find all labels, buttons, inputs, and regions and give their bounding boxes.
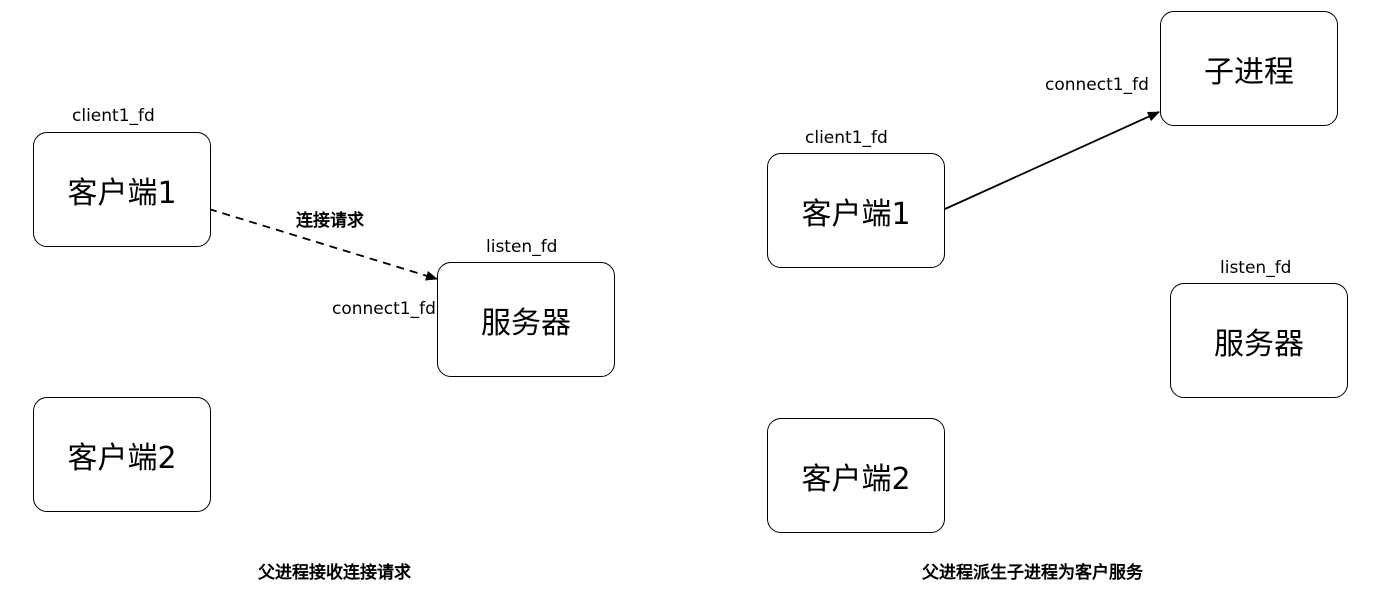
client-to-child-arrow — [944, 111, 1160, 210]
right-client1-fd-label: client1_fd — [805, 128, 888, 148]
left-client1-box: 客户端1 — [33, 132, 211, 247]
right-child-box: 子进程 — [1160, 11, 1338, 126]
right-listen-fd-label: listen_fd — [1220, 258, 1292, 278]
left-client2-box: 客户端2 — [33, 397, 211, 512]
left-listen-fd-label: listen_fd — [486, 237, 558, 257]
left-connect1-fd-label: connect1_fd — [332, 299, 436, 319]
left-request-label: 连接请求 — [296, 211, 364, 231]
right-client2-box: 客户端2 — [767, 418, 945, 533]
connection-request-arrow — [208, 208, 438, 281]
right-connect1-fd-label: connect1_fd — [1045, 75, 1149, 95]
left-server-box: 服务器 — [437, 262, 615, 377]
right-server-box: 服务器 — [1170, 283, 1348, 398]
right-client1-box: 客户端1 — [767, 153, 945, 268]
left-caption: 父进程接收连接请求 — [258, 563, 411, 583]
left-client1-fd-label: client1_fd — [72, 106, 155, 126]
right-caption: 父进程派生子进程为客户服务 — [922, 563, 1143, 583]
